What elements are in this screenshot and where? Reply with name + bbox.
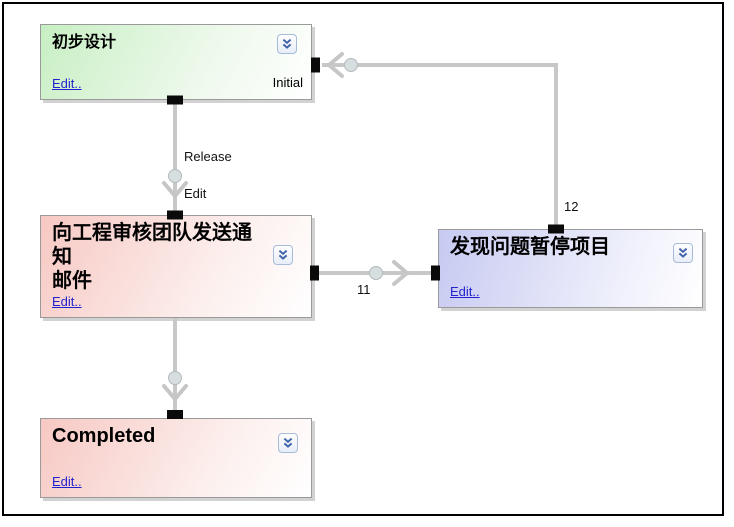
collapse-button[interactable] — [278, 433, 298, 453]
double-chevron-down-icon — [282, 38, 292, 49]
edit-link[interactable]: Edit.. — [450, 284, 480, 299]
edit-link[interactable]: Edit.. — [52, 294, 82, 309]
node-send-review-notification-email[interactable]: 向工程审核团队发送通知 邮件 Edit.. — [40, 215, 312, 318]
node-completed[interactable]: Completed Edit.. — [40, 418, 312, 498]
double-chevron-down-icon — [678, 247, 688, 258]
double-chevron-down-icon — [283, 437, 293, 448]
edit-link[interactable]: Edit.. — [52, 76, 82, 91]
initial-state-label: Initial — [272, 75, 303, 90]
double-chevron-down-icon — [278, 249, 288, 260]
connector-label-release: Release — [184, 149, 232, 164]
node-title: 向工程审核团队发送通知 邮件 — [52, 222, 252, 292]
node-pause-project-on-issue[interactable]: 发现问题暂停项目 Edit.. — [438, 229, 703, 308]
connector-label-edit: Edit — [184, 186, 207, 201]
collapse-button[interactable] — [277, 34, 297, 54]
node-title: Completed — [52, 425, 156, 447]
node-preliminary-design[interactable]: 初步设计 Edit.. Initial — [40, 24, 312, 100]
node-title: 发现问题暂停项目 — [450, 236, 610, 258]
node-title: 初步设计 — [52, 34, 117, 51]
edit-link[interactable]: Edit.. — [52, 474, 82, 489]
connector-label-12: 12 — [564, 199, 579, 214]
collapse-button[interactable] — [273, 245, 293, 265]
collapse-button[interactable] — [673, 243, 693, 263]
connector-label-11: 11 — [357, 282, 371, 297]
